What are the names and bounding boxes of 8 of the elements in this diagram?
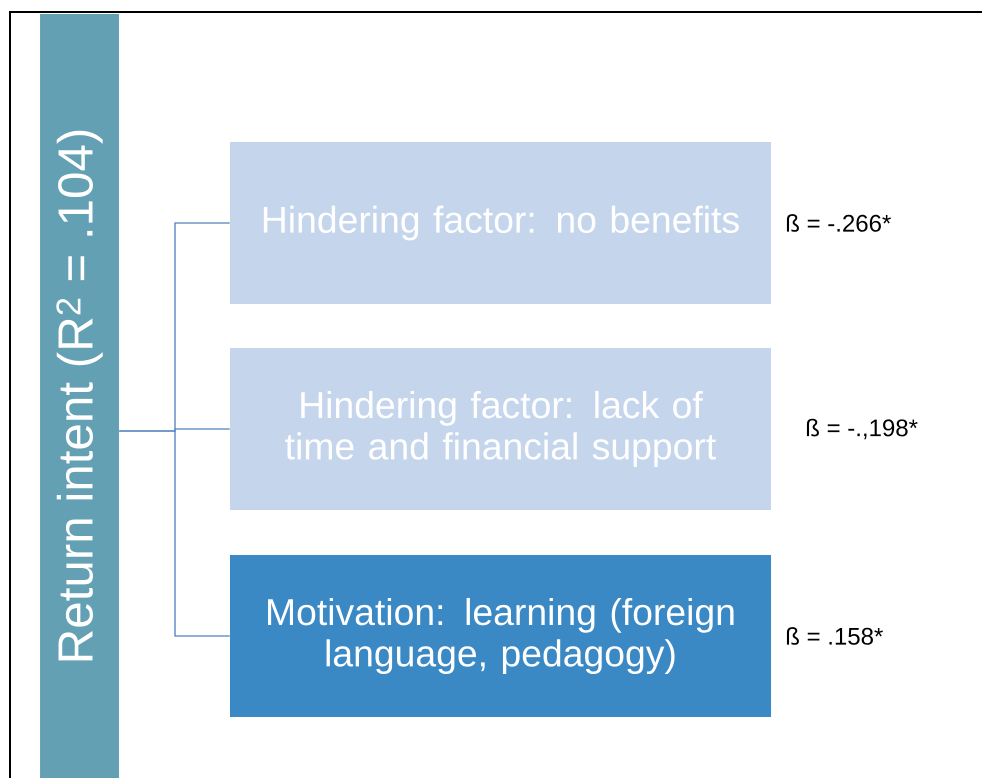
factor-box: Hindering factor: no benefits [230, 142, 772, 304]
factor-box: Motivation: learning (foreign language, pedagogy) [230, 555, 772, 717]
coefficient-label: ß = -.,198* [806, 418, 918, 440]
heading-bar: Return intent (R$^{2}$ = .104) [40, 14, 119, 778]
coefficient-label: ß = -.266* [786, 214, 891, 232]
connector-line [119, 430, 230, 637]
factor-box: Hindering factor: lack of time and financial support [230, 348, 772, 510]
coefficient-label: ß = .158* [786, 627, 883, 645]
